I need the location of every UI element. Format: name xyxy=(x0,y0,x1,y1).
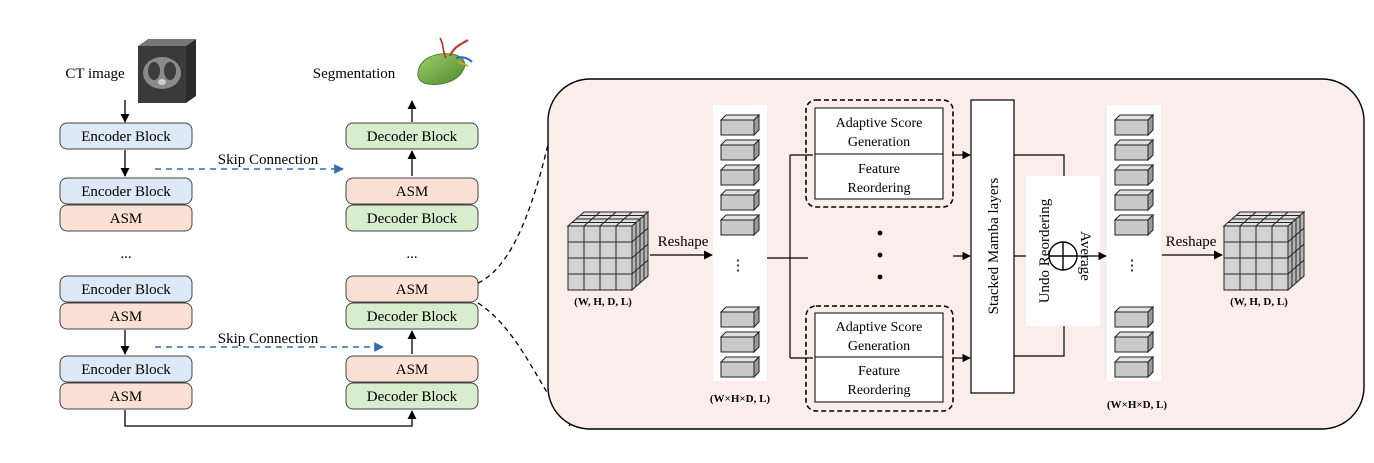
decoder-block-4-label: Decoder Block xyxy=(367,389,458,405)
output-dims-label: (W, H, D, L) xyxy=(1230,296,1288,308)
ct-image-label: CT image xyxy=(65,66,125,82)
feature-reordering-bottom xyxy=(814,356,944,403)
asg-bottom-line2: Generation xyxy=(848,339,910,354)
encoder-block-2-label: Encoder Block xyxy=(81,184,171,200)
encoder-block-3 xyxy=(59,275,193,303)
asm-block-dec-3 xyxy=(345,275,479,303)
zoom-curve-top xyxy=(477,117,555,284)
encoder-block-1 xyxy=(59,122,193,150)
asg-top-line2: Generation xyxy=(848,135,910,150)
asm-block-enc-2 xyxy=(59,204,193,232)
fr-top-line1: Feature xyxy=(858,162,900,177)
fr-bottom-line1: Feature xyxy=(858,364,900,379)
adaptive-score-generation-bottom xyxy=(814,312,944,358)
output-feature-cube xyxy=(1222,210,1306,292)
decoder-block-1 xyxy=(345,122,479,150)
encoder-block-2 xyxy=(59,177,193,205)
asm-block-dec-4-label: ASM xyxy=(396,362,429,378)
fr-bottom-line2: Reordering xyxy=(848,383,911,398)
stacked-mamba-layers-box xyxy=(970,99,1015,394)
stacked-mamba-layers-label: Stacked Mamba layers xyxy=(986,178,1002,315)
skip-connection-label-1: Skip Connection xyxy=(218,152,319,168)
input-sequence-vdots: ⋮ xyxy=(731,258,746,274)
undo-reordering-label: Undo Reordering xyxy=(1037,198,1053,303)
asg-top-line1: Adaptive Score xyxy=(836,116,923,131)
decoder-block-4 xyxy=(345,382,479,410)
decoder-ellipsis: ... xyxy=(406,246,417,262)
feature-reordering-top xyxy=(814,153,944,200)
input-dims-label: (W, H, D, L) xyxy=(574,296,632,308)
asm-block-enc-3-label: ASM xyxy=(110,309,143,325)
asm-block-enc-4 xyxy=(59,382,193,410)
ct-image-thumbnail xyxy=(138,39,196,103)
fr-top-line2: Reordering xyxy=(848,181,911,196)
asm-block-dec-4 xyxy=(345,355,479,383)
reshape-label-1: Reshape xyxy=(658,234,709,250)
input-feature-cube xyxy=(566,210,650,292)
asm-block-dec-2 xyxy=(345,177,479,205)
decoder-block-1-label: Decoder Block xyxy=(367,129,458,145)
reshape-label-2: Reshape xyxy=(1166,234,1217,250)
encoder-block-4 xyxy=(59,355,193,383)
asm-block-dec-3-label: ASM xyxy=(396,282,429,298)
asm-block-dec-2-label: ASM xyxy=(396,184,429,200)
encoder-ellipsis: ... xyxy=(120,246,131,262)
encoder-block-4-label: Encoder Block xyxy=(81,362,171,378)
parallel-branches-dots xyxy=(877,230,883,280)
asm-block-enc-3 xyxy=(59,302,193,330)
decoder-block-2 xyxy=(345,204,479,232)
decoder-block-3 xyxy=(345,302,479,330)
adaptive-score-generation-top xyxy=(814,107,944,155)
encoder-block-1-label: Encoder Block xyxy=(81,129,171,145)
skip-connection-label-2: Skip Connection xyxy=(218,331,319,347)
asg-bottom-line1: Adaptive Score xyxy=(836,320,923,335)
segmentation-organ-image xyxy=(417,37,473,85)
encoder-block-3-label: Encoder Block xyxy=(81,282,171,298)
decoder-block-2-label: Decoder Block xyxy=(367,211,458,227)
asm-block-enc-4-label: ASM xyxy=(110,389,143,405)
segmentation-label: Segmentation xyxy=(313,66,396,82)
reorder-group-top xyxy=(805,99,954,208)
output-seq-dims-label: (W×H×D, L) xyxy=(1107,399,1168,411)
output-sequence-vdots: ⋮ xyxy=(1125,258,1140,274)
input-seq-dims-label: (W×H×D, L) xyxy=(710,393,771,405)
asm-block-enc-2-label: ASM xyxy=(110,211,143,227)
decoder-block-3-label: Decoder Block xyxy=(367,309,458,325)
